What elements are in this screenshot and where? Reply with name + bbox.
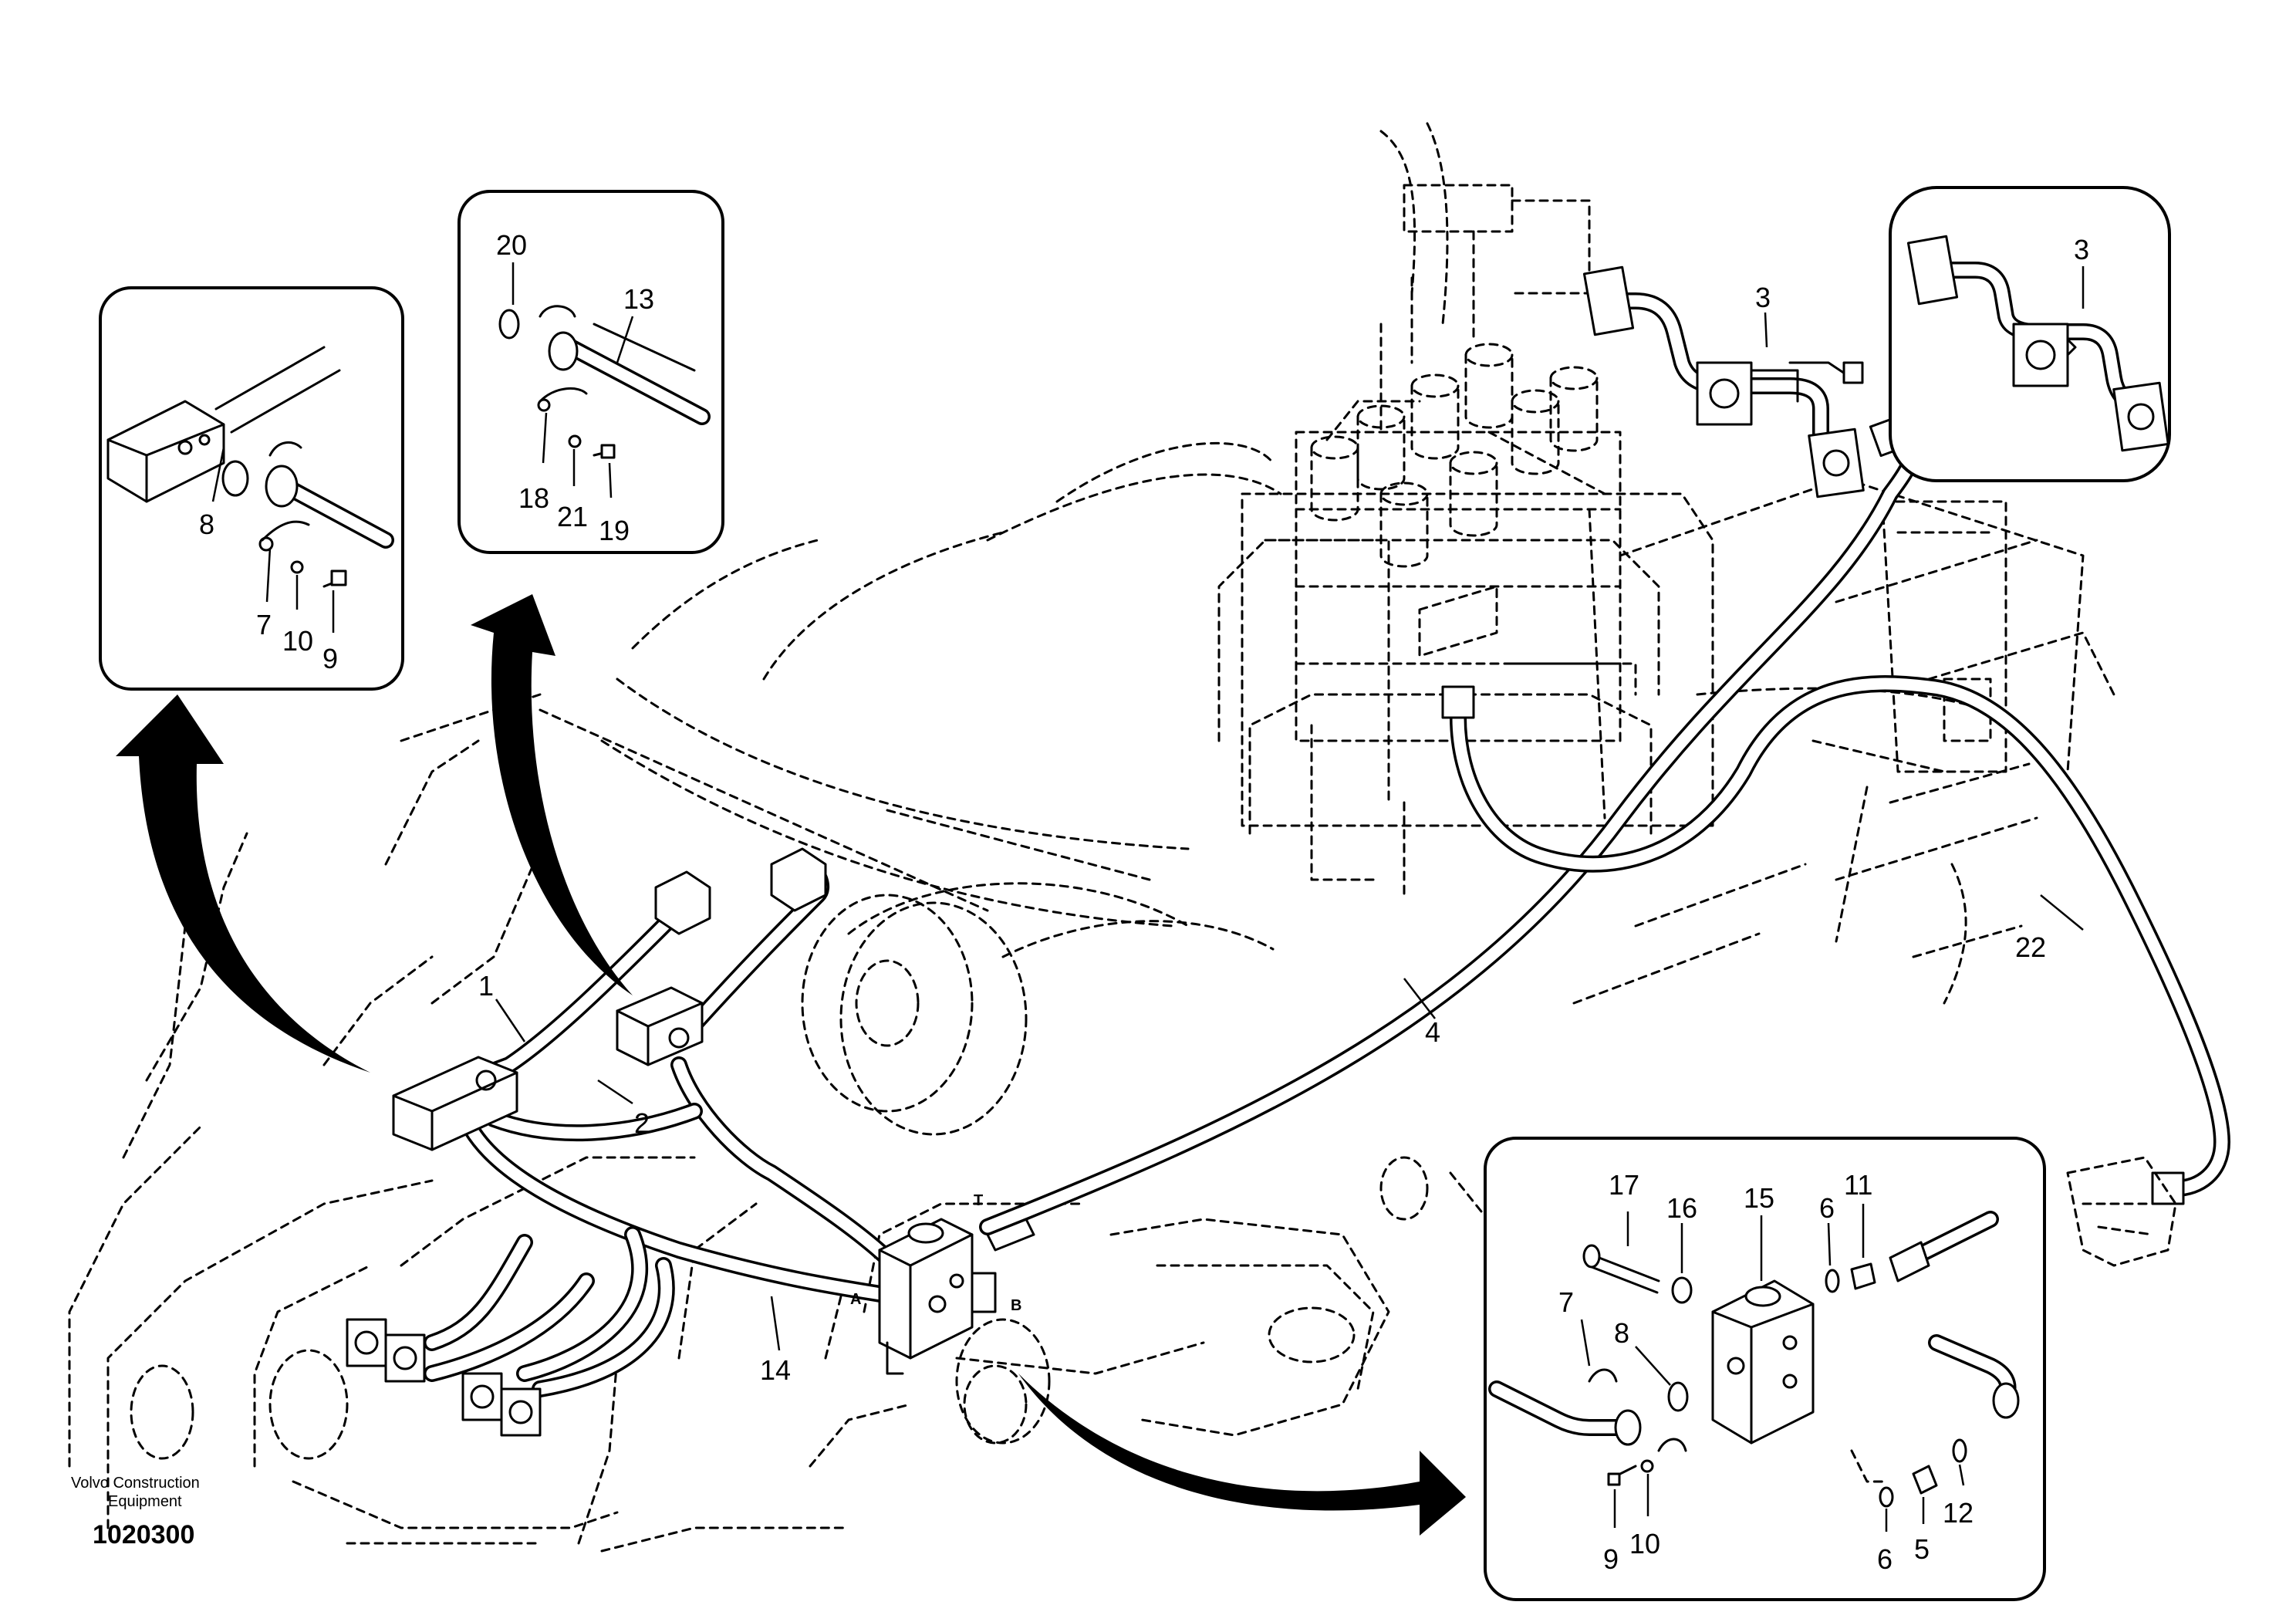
- arrow-to-upper-detail: [471, 594, 633, 995]
- lr-callout-7: 7: [1558, 1286, 1574, 1318]
- pipe-3-main: [1582, 265, 1865, 498]
- lr-callout-6-bottom: 6: [1877, 1543, 1893, 1575]
- hose-22: [1441, 675, 2230, 1267]
- solenoid-cans: [1310, 343, 1599, 568]
- callout-22: 22: [2015, 931, 2046, 963]
- port-a-label: A: [850, 1291, 861, 1308]
- lr-callout-11: 11: [1844, 1169, 1872, 1201]
- detail-box-lower-right: 17 16 15 6 11 7 8 9 10 6 5 12: [1484, 1137, 2046, 1601]
- callout-1: 1: [478, 970, 494, 1002]
- callout-3: 3: [1755, 282, 1771, 313]
- upper-callout-20: 20: [496, 229, 527, 261]
- machine-outline: [68, 122, 2115, 1553]
- detail-box-left: 8 7 10 9: [99, 286, 404, 691]
- pipes-1-2: [346, 847, 903, 1437]
- lr-callout-17: 17: [1609, 1169, 1639, 1201]
- detail-box-right-top: 3: [1889, 186, 2171, 482]
- detail-box-upper: 20 13 18 21 19: [458, 190, 724, 554]
- lr-callout-9: 9: [1603, 1543, 1619, 1575]
- arrow-to-left-detail: [116, 694, 370, 1073]
- lr-callout-8: 8: [1614, 1317, 1629, 1349]
- left-callout-7: 7: [256, 609, 272, 640]
- left-callout-8: 8: [199, 509, 214, 540]
- valve-block-main: T A B: [850, 1192, 1035, 1375]
- arrow-to-lower-right-detail: [1018, 1374, 1466, 1536]
- drawing-footer: Volvo Construction Equipment 1020300: [71, 1475, 200, 1549]
- right-top-callout-3: 3: [2074, 234, 2089, 265]
- callout-arrows: [116, 594, 1466, 1536]
- drawing-number: 1020300: [93, 1520, 194, 1549]
- left-callout-9: 9: [322, 643, 338, 674]
- main-callouts: 1 2 3 4 14 22: [478, 282, 2084, 1386]
- lr-callout-5: 5: [1914, 1533, 1930, 1565]
- upper-callout-21: 21: [557, 501, 588, 532]
- port-t-label: T: [974, 1192, 983, 1209]
- upper-callout-13: 13: [623, 283, 654, 315]
- lr-callout-15: 15: [1744, 1182, 1774, 1214]
- left-callout-10: 10: [282, 625, 313, 657]
- upper-callout-19: 19: [599, 515, 630, 546]
- upper-callout-18: 18: [518, 482, 549, 514]
- lr-callout-6-top: 6: [1819, 1192, 1835, 1224]
- callout-14: 14: [760, 1354, 791, 1386]
- lr-callout-12: 12: [1943, 1497, 1974, 1529]
- callout-4: 4: [1425, 1016, 1440, 1048]
- lr-callout-10: 10: [1629, 1528, 1660, 1559]
- brand-line-2: Equipment: [108, 1493, 182, 1510]
- control-valve-bank: [1217, 184, 2007, 897]
- brand-line-1: Volvo Construction: [71, 1475, 200, 1492]
- port-b-label: B: [1011, 1297, 1021, 1314]
- callout-2: 2: [634, 1107, 650, 1139]
- hose-4: [979, 414, 1923, 1235]
- lower-flanges: [346, 1318, 542, 1437]
- lr-callout-16: 16: [1666, 1192, 1697, 1224]
